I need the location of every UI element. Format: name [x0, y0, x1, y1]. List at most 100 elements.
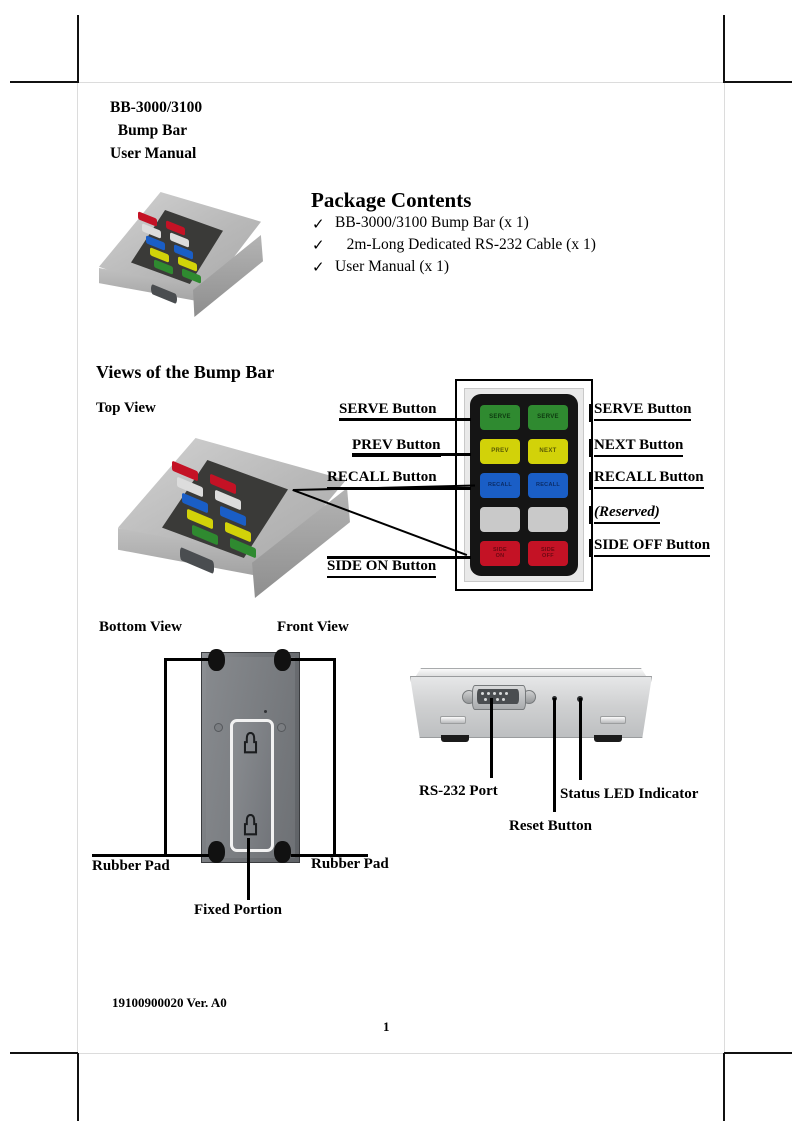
check-icon: ✓: [312, 260, 325, 276]
rubber-pad-bottom-left: [208, 841, 225, 863]
manual-title: BB-3000/3100 Bump Bar User Manual: [110, 99, 203, 162]
leader-side-off-v: [589, 539, 592, 557]
views-heading: Views of the Bump Bar: [96, 362, 275, 382]
key-label: SERVE: [537, 414, 559, 421]
guide-line-vertical-right: [724, 82, 725, 1053]
screw-left: [214, 723, 223, 732]
footer-document-code: 19100900020 Ver. A0: [112, 995, 227, 1010]
foot-left: [441, 735, 469, 742]
label-side-on-button: SIDE ON Button: [327, 558, 437, 578]
package-item-1: 2m-Long Dedicated RS-232 Cable (x 1): [335, 236, 596, 253]
vent-slot-right: [600, 716, 626, 724]
label-reset-button: Reset Button: [509, 818, 592, 834]
crop-mark-top-left-h: [10, 81, 78, 83]
leader-recall-left: [327, 487, 471, 490]
label-next-button: NEXT Button: [594, 437, 684, 457]
check-icon: ✓: [312, 238, 325, 254]
front-view-heading: Front View: [277, 619, 349, 635]
label-reserved: (Reserved): [594, 504, 660, 524]
top-view-photo: [110, 432, 360, 622]
check-icon: ✓: [312, 217, 325, 233]
leader-fixed-portion-v: [247, 838, 250, 900]
leader-status-led: [579, 698, 582, 780]
rubber-pad-top-left: [208, 649, 225, 671]
port-pin: [502, 698, 505, 701]
label-fixed-portion: Fixed Portion: [194, 902, 282, 918]
key-serve-left[interactable]: SERVE: [480, 405, 520, 430]
rubber-pad-bottom-right: [274, 841, 291, 863]
leader-serve-right-v: [589, 404, 592, 422]
leader-rs232-port: [490, 698, 493, 778]
vent-hole: [264, 710, 267, 713]
page-number: 1: [383, 1019, 390, 1034]
port-pin: [499, 692, 502, 695]
package-item-0: BB-3000/3100 Bump Bar (x 1): [335, 214, 529, 231]
key-label: SERVE: [489, 414, 511, 421]
label-serve-button-right: SERVE Button: [594, 401, 692, 421]
label-status-led: Status LED Indicator: [560, 786, 699, 802]
key-reserved-right[interactable]: [528, 507, 568, 532]
leader-reserved-v: [589, 506, 592, 524]
rubber-pad-top-right: [274, 649, 291, 671]
key-recall-left[interactable]: RECALL: [480, 473, 520, 498]
leader-serve-left: [339, 418, 471, 421]
bottom-view-image: [201, 649, 300, 863]
crop-mark-top-right-v: [723, 15, 725, 83]
leader-reset-button: [553, 698, 556, 812]
key-label: NEXT: [539, 448, 557, 455]
port-pin: [484, 698, 487, 701]
key-label: RECALL: [535, 481, 561, 488]
key-label: PREV: [491, 448, 509, 455]
guide-line-vertical-left: [77, 82, 78, 1053]
key-next[interactable]: NEXT: [528, 439, 568, 464]
crop-mark-bottom-right-v: [723, 1053, 725, 1121]
guide-line-horizontal-bottom: [77, 1053, 725, 1054]
leader-recall-right-v: [589, 472, 592, 490]
key-serve-right[interactable]: SERVE: [528, 405, 568, 430]
leader-rubber-pad-left-top-h: [164, 658, 209, 661]
key-prev[interactable]: PREV: [480, 439, 520, 464]
leader-rubber-pad-left-bot-h: [92, 854, 209, 857]
product-photo: [93, 188, 278, 340]
port-pin: [496, 698, 499, 701]
leader-next-v: [589, 439, 592, 457]
rs232-port: [462, 685, 536, 710]
keypad-face: SERVE SERVE PREV NEXT RECALL RECALL SIDE…: [470, 394, 578, 576]
key-label: RECALL: [487, 481, 513, 488]
crop-mark-bottom-left-h: [10, 1052, 78, 1054]
leader-side-on: [327, 556, 471, 559]
leader-prev: [352, 453, 471, 456]
guide-line-horizontal-top: [77, 82, 725, 83]
keypad-diagram: SERVE SERVE PREV NEXT RECALL RECALL SIDE…: [455, 379, 593, 591]
leader-rubber-pad-left-v: [164, 658, 167, 856]
label-side-off-button: SIDE OFF Button: [594, 537, 711, 557]
label-prev-button: PREV Button: [352, 437, 441, 457]
key-reserved-left[interactable]: [480, 507, 520, 532]
label-rubber-pad-right: Rubber Pad: [311, 856, 389, 872]
top-view-heading: Top View: [96, 400, 156, 416]
front-view-image: [404, 668, 656, 760]
front-panel: [410, 676, 652, 738]
leader-rubber-pad-right-v: [333, 658, 336, 856]
crop-mark-top-right-h: [724, 81, 792, 83]
package-contents-heading: Package Contents: [311, 188, 472, 212]
keyhole-slot-bottom: [243, 814, 258, 836]
port-pin: [505, 692, 508, 695]
crop-mark-bottom-left-v: [77, 1053, 79, 1121]
crop-mark-top-left-v: [77, 15, 79, 83]
port-pin: [493, 692, 496, 695]
fixed-portion-panel: [230, 719, 274, 852]
bottom-view-heading: Bottom View: [99, 619, 182, 635]
keyhole-slot-top: [243, 732, 258, 754]
label-rs232-port: RS-232 Port: [419, 783, 498, 799]
label-rubber-pad-left: Rubber Pad: [92, 858, 170, 874]
leader-rubber-pad-right-bot-h: [291, 854, 368, 857]
package-item-2: User Manual (x 1): [335, 258, 450, 275]
port-pin: [487, 692, 490, 695]
key-recall-right[interactable]: RECALL: [528, 473, 568, 498]
